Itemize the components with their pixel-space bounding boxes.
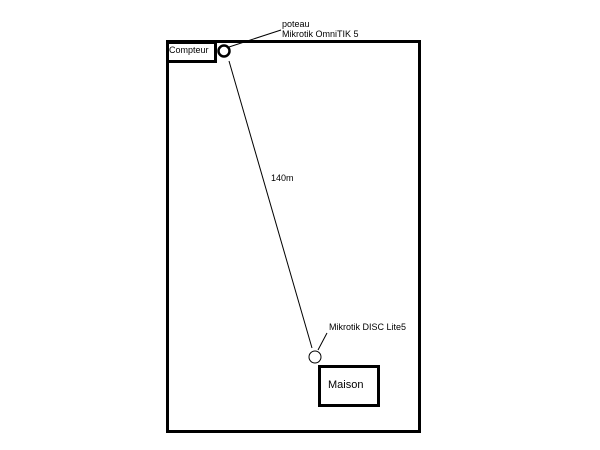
house-box xyxy=(318,365,380,407)
meter-box xyxy=(166,41,217,63)
distance-label: 140m xyxy=(271,173,294,183)
pole-label: poteau xyxy=(282,19,310,29)
disc-leader-line xyxy=(317,332,328,351)
wireless-link-line xyxy=(228,60,313,349)
disc-label: Mikrotik DISC Lite5 xyxy=(329,322,406,332)
house-label: Maison xyxy=(328,379,363,391)
disc-antenna-icon xyxy=(308,350,322,364)
property-boundary xyxy=(166,40,421,433)
omnitik-leader-line xyxy=(228,29,282,48)
omnitik-label: Mikrotik OmniTIK 5 xyxy=(282,29,359,39)
omnitik-antenna-icon xyxy=(217,44,231,58)
meter-label: Compteur xyxy=(169,45,209,55)
